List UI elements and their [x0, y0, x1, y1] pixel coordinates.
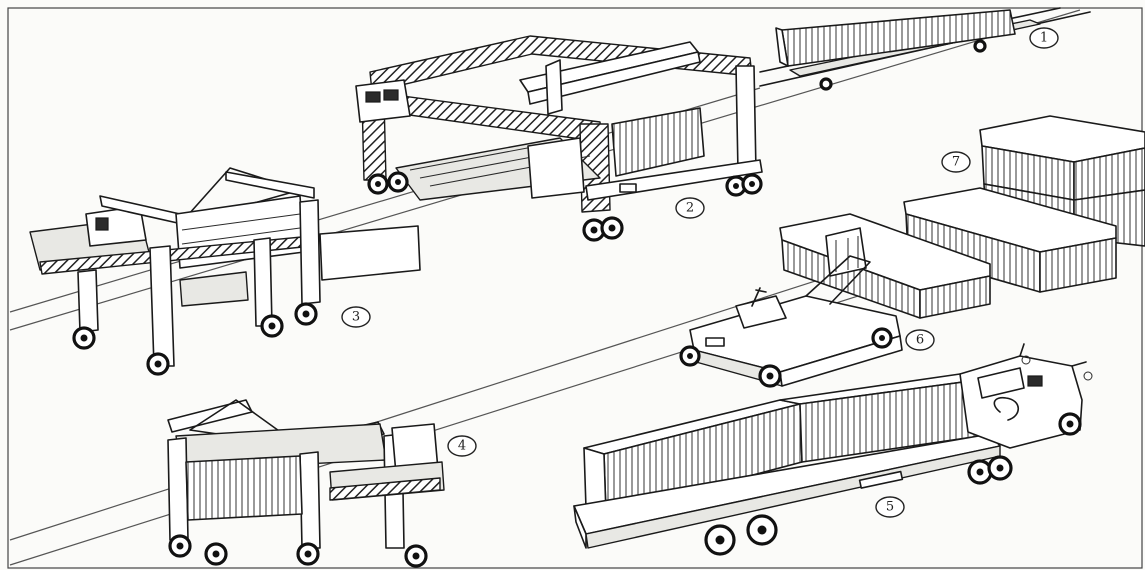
callout-label: 2	[686, 201, 694, 216]
callout-6: 6	[905, 329, 935, 351]
callout-5: 5	[875, 496, 905, 518]
container-stack-icon	[903, 115, 1145, 293]
straddle-carrier-front-icon	[167, 399, 445, 568]
callout-label: 1	[1040, 31, 1048, 46]
forklift-icon	[679, 213, 991, 388]
callout-3: 3	[341, 306, 371, 328]
callout-label: 5	[886, 500, 894, 515]
callout-2: 2	[675, 197, 705, 219]
callout-4: 4	[447, 435, 477, 457]
callout-label: 4	[458, 439, 466, 454]
callout-7: 7	[941, 151, 971, 173]
callout-label: 7	[952, 155, 960, 170]
gantry-crane-icon	[355, 35, 763, 242]
frame-border	[7, 7, 1143, 569]
straddle-carrier-icon	[29, 167, 421, 376]
rail-wagon-icon	[759, 7, 1091, 91]
callout-label: 6	[916, 333, 924, 348]
callout-1: 1	[1029, 27, 1059, 49]
trailer-truck-icon	[573, 343, 1093, 556]
callout-label: 3	[352, 310, 360, 325]
